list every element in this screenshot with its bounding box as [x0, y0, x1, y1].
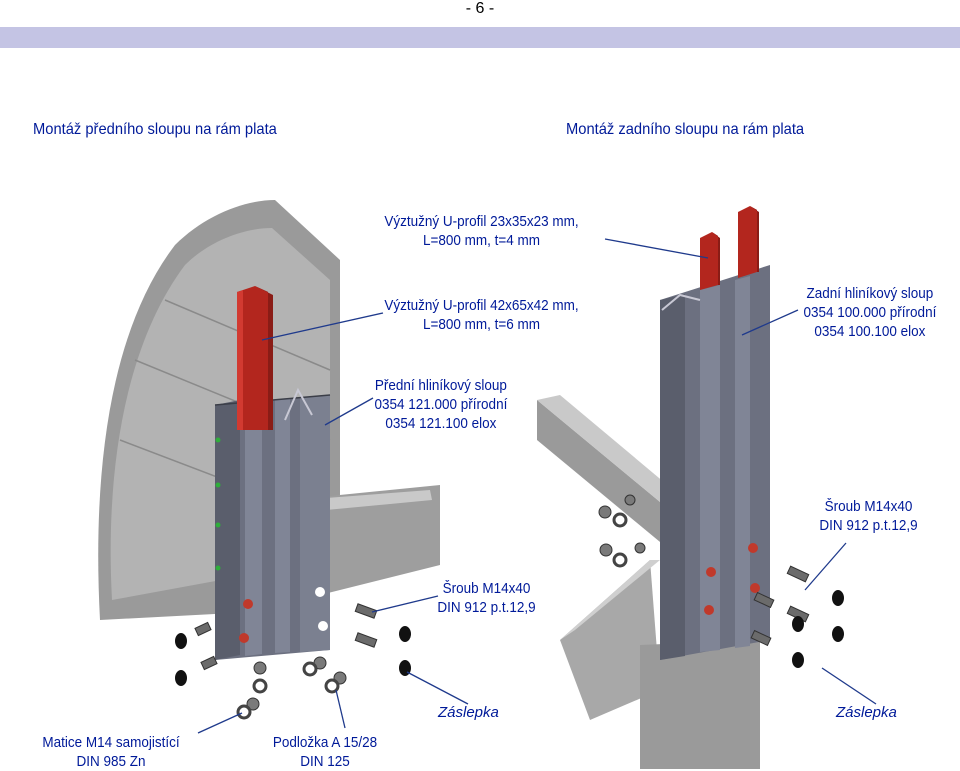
label-u-profile-large-line2: L=800 mm, t=6 mm	[422, 316, 541, 333]
label-bolt-center-line2: DIN 912 p.t.12,9	[437, 599, 536, 616]
leader-lines	[197, 238, 877, 734]
rear-u-profiles-drawing	[700, 206, 759, 290]
label-rear-post-line3: 0354 100.100 elox	[814, 323, 926, 340]
label-rear-post: Zadní hliníkový sloup 0354 100.000 příro…	[797, 284, 943, 341]
front-post-drawing	[214, 387, 331, 660]
label-u-profile-small-line2: L=800 mm, t=4 mm	[422, 232, 541, 249]
cap-drawings	[175, 590, 844, 686]
label-bolt-right: Šroub M14x40 DIN 912 p.t.12,9	[810, 497, 927, 535]
page-number: - 6 -	[465, 0, 495, 17]
label-front-post-line2: 0354 121.000 přírodní	[374, 396, 508, 413]
label-bolt-right-line1: Šroub M14x40	[824, 498, 913, 515]
label-rear-post-line1: Zadní hliníkový sloup	[806, 285, 934, 302]
label-front-post-line1: Přední hliníkový sloup	[374, 377, 507, 394]
label-front-post-line3: 0354 121.100 elox	[385, 415, 497, 432]
front-u-profile-drawing	[237, 286, 273, 430]
rear-post-drawing	[660, 265, 770, 660]
label-u-profile-large: Výztužný U-profil 42x65x42 mm, L=800 mm,…	[378, 296, 585, 334]
label-cap-right: Záslepka	[836, 704, 897, 721]
label-nut-line1: Matice M14 samojistící	[42, 734, 180, 751]
label-u-profile-small-line1: Výztužný U-profil 23x35x23 mm,	[384, 213, 579, 230]
label-nut: Matice M14 samojistící DIN 985 Zn	[30, 733, 192, 771]
label-bolt-right-line2: DIN 912 p.t.12,9	[819, 517, 918, 534]
heading-rear-post: Montáž zadního sloupu na rám plata	[566, 121, 805, 138]
label-rear-post-line2: 0354 100.000 přírodní	[803, 304, 937, 321]
label-bolt-center: Šroub M14x40 DIN 912 p.t.12,9	[428, 579, 545, 617]
label-cap-left: Záslepka	[438, 704, 499, 721]
label-washer-line1: Podložka A 15/28	[272, 734, 378, 751]
label-washer-line2: DIN 125	[300, 753, 350, 770]
label-nut-line2: DIN 985 Zn	[76, 753, 146, 770]
label-front-post: Přední hliníkový sloup 0354 121.000 přír…	[368, 376, 514, 433]
label-u-profile-large-line1: Výztužný U-profil 42x65x42 mm,	[384, 297, 579, 314]
hardware-drawing	[194, 494, 810, 720]
heading-front-post: Montáž předního sloupu na rám plata	[33, 121, 277, 138]
label-washer: Podložka A 15/28 DIN 125	[262, 733, 388, 771]
label-u-profile-small: Výztužný U-profil 23x35x23 mm, L=800 mm,…	[378, 212, 585, 250]
label-bolt-center-line1: Šroub M14x40	[442, 580, 531, 597]
header-band	[0, 27, 960, 48]
